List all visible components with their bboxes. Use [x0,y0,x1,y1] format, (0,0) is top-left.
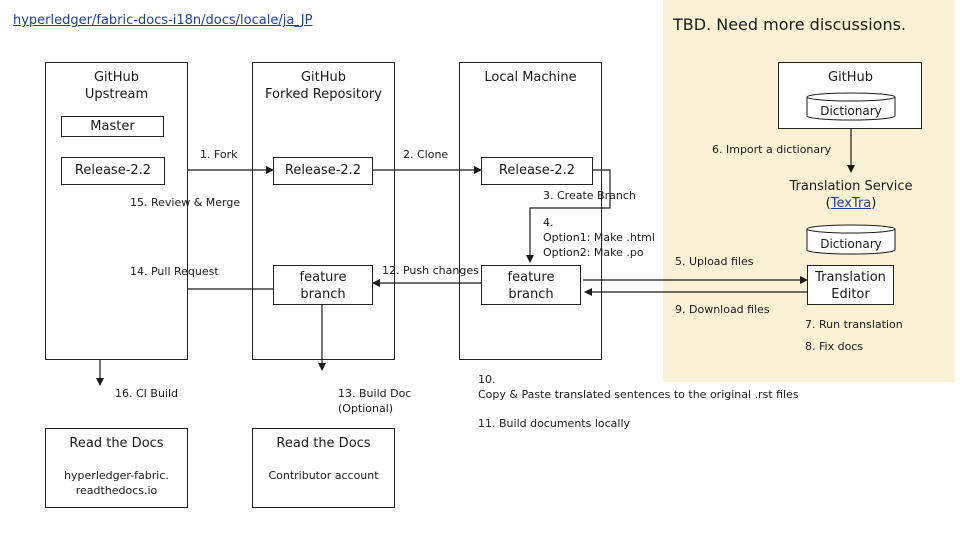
github-forked-column [252,62,395,360]
repo-link-text[interactable]: hyperledger/fabric-docs-i18n/docs/locale… [13,13,313,28]
step-13-build-doc: 13. Build Doc (Optional) [338,386,411,416]
forked-title-line-2: Forked Repository [265,87,382,102]
github-dict-label: Dictionary [820,104,882,118]
editor-line-1: Translation [815,270,886,285]
forked-feature-line-2: branch [300,287,346,302]
tbd-note: TBD. Need more discussions. [673,15,907,34]
repo-link[interactable]: hyperledger/fabric-docs-i18n/docs/locale… [13,12,312,29]
editor-line-2: Editor [831,287,870,302]
service-paren-close: ) [871,196,877,211]
step-10-line-1: 10. [478,373,496,386]
rtd-contributor-title: Read the Docs [276,436,371,451]
rtd-official-line-1: hyperledger-fabric. [64,469,169,482]
upstream-release-branch[interactable]: Release-2.2 [61,157,165,185]
step-12-push: 12. Push changes [382,264,479,277]
step-10-copy-paste: 10. Copy & Paste translated sentences to… [478,372,799,402]
github-dictionary-cylinder[interactable] [805,92,897,122]
step-14-pull-request: 14. Pull Request [130,265,219,278]
step-2-clone: 2. Clone [403,148,449,161]
textra-link[interactable]: TexTra [830,196,872,211]
local-machine-column [459,62,602,360]
local-feature-branch[interactable]: feature branch [481,265,581,305]
github-dict-title: GitHub [828,70,874,85]
service-dictionary-cylinder[interactable] [805,224,897,256]
step-4-line-3: Option2: Make .po [543,246,644,259]
forked-feature-branch[interactable]: feature branch [273,265,373,305]
forked-release-branch[interactable]: Release-2.2 [273,157,373,185]
master-branch[interactable]: Master [61,116,164,137]
service-title-line-1: Translation Service [789,179,913,194]
github-upstream-column [45,62,188,360]
step-7-run-translation: 7. Run translation [805,318,903,331]
rtd-contributor-account: Contributor account [268,469,379,482]
local-feature-line-2: branch [508,287,554,302]
upstream-title: GitHub Upstream [45,69,188,103]
service-dict-label: Dictionary [820,237,882,251]
forked-feature-line-1: feature [299,270,347,285]
local-release-branch[interactable]: Release-2.2 [481,157,593,185]
step-3-create-branch: 3. Create Branch [543,189,636,202]
translation-editor[interactable]: Translation Editor [807,265,894,305]
step-4-line-2: Option1: Make .html [543,231,655,244]
step-13-line-1: 13. Build Doc [338,387,412,400]
translation-service-title: Translation Service (TexTra) [778,178,924,212]
rtd-official-url: hyperledger-fabric. readthedocs.io [45,468,188,498]
arrow-create-branch [526,169,611,263]
step-15-review-merge: 15. Review & Merge [130,196,241,209]
upstream-title-line-2: Upstream [84,87,149,102]
local-feature-line-1: feature [507,270,555,285]
step-8-fix-docs: 8. Fix docs [805,340,864,353]
upstream-title-line-1: GitHub [93,70,140,85]
step-13-line-2: (Optional) [338,402,394,415]
step-9-download: 9. Download files [675,303,770,316]
step-5-upload: 5. Upload files [675,255,754,268]
local-title: Local Machine [484,70,577,85]
rtd-contributor-box[interactable] [252,428,395,508]
rtd-official-line-2: readthedocs.io [75,484,158,497]
forked-title: GitHub Forked Repository [252,69,395,103]
service-paren-open: ( [825,196,831,211]
step-6-import-dictionary: 6. Import a dictionary [712,143,832,156]
step-1-fork: 1. Fork [200,148,238,161]
step-4-line-1: 4. [543,216,554,229]
step-4-make-files: 4. Option1: Make .html Option2: Make .po [543,215,655,260]
service-title-line-2: (TexTra) [778,195,924,212]
step-11-build-local: 11. Build documents locally [478,417,631,430]
rtd-official-title: Read the Docs [69,436,164,451]
step-16-ci-build: 16. CI Build [115,387,179,400]
step-10-line-2: Copy & Paste translated sentences to the… [478,388,799,401]
forked-title-line-1: GitHub [300,70,347,85]
rtd-official-box[interactable] [45,428,188,508]
